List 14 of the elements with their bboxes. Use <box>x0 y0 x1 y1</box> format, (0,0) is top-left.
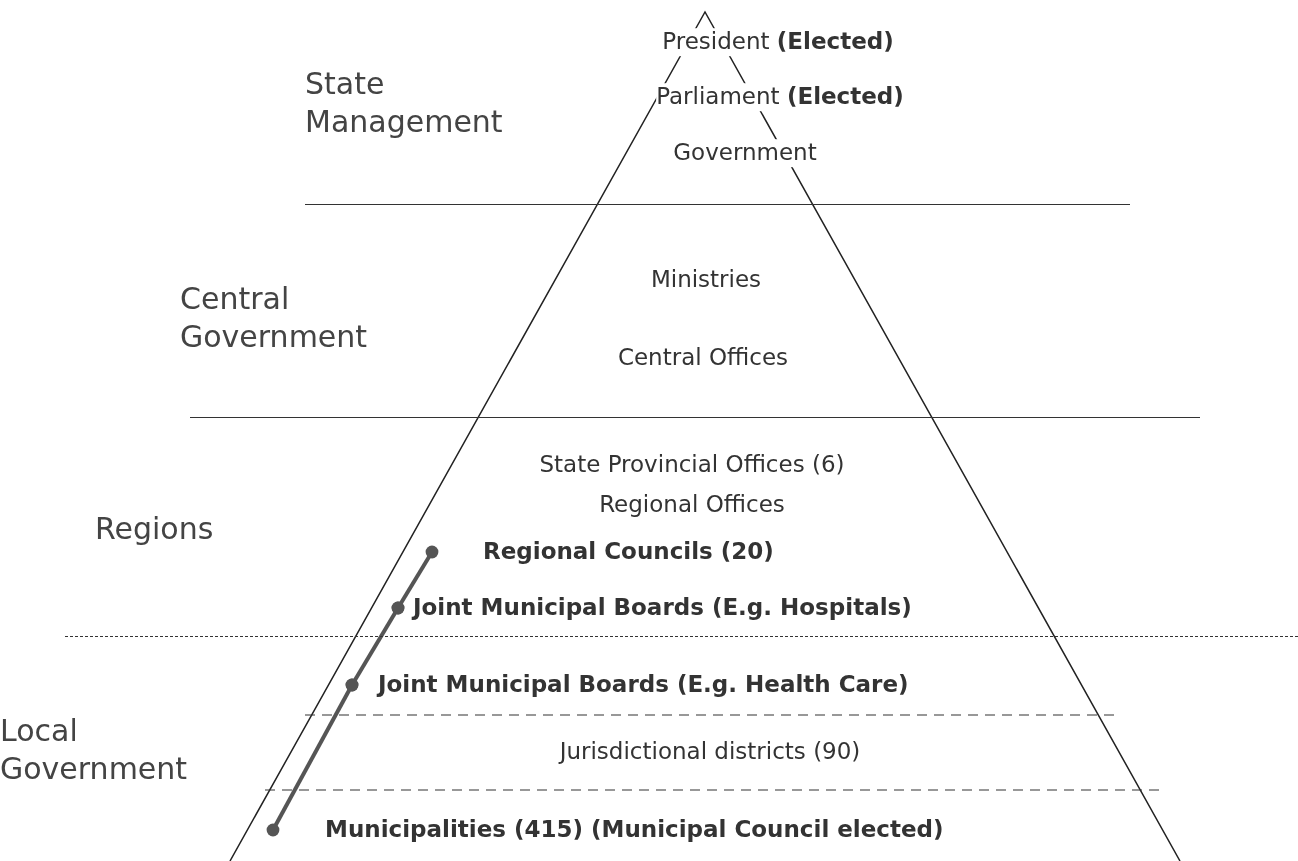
tier-heading: Local Government <box>0 712 189 787</box>
tier-entry: Joint Municipal Boards (E.g. Hospitals) <box>398 594 912 622</box>
tier-heading: State Management <box>305 65 504 140</box>
tier-entry: President (Elected) <box>662 28 894 56</box>
connector-line <box>266 678 359 837</box>
tier-entry: Government <box>673 139 817 167</box>
tier-entry: Parliament (Elected) <box>656 83 904 111</box>
tier-heading: Regions <box>95 510 215 548</box>
tier-entry: Regional Offices <box>599 491 785 519</box>
tier-entry: Joint Municipal Boards (E.g. Health Care) <box>352 671 909 699</box>
tier-entry: Jurisdictional districts (90) <box>559 738 861 766</box>
tier-entry: Municipalities (415) (Municipal Council elected) <box>273 816 944 844</box>
tier-entry: Regional Councils (20) <box>432 538 774 566</box>
tier-heading: Central Government <box>180 280 369 355</box>
